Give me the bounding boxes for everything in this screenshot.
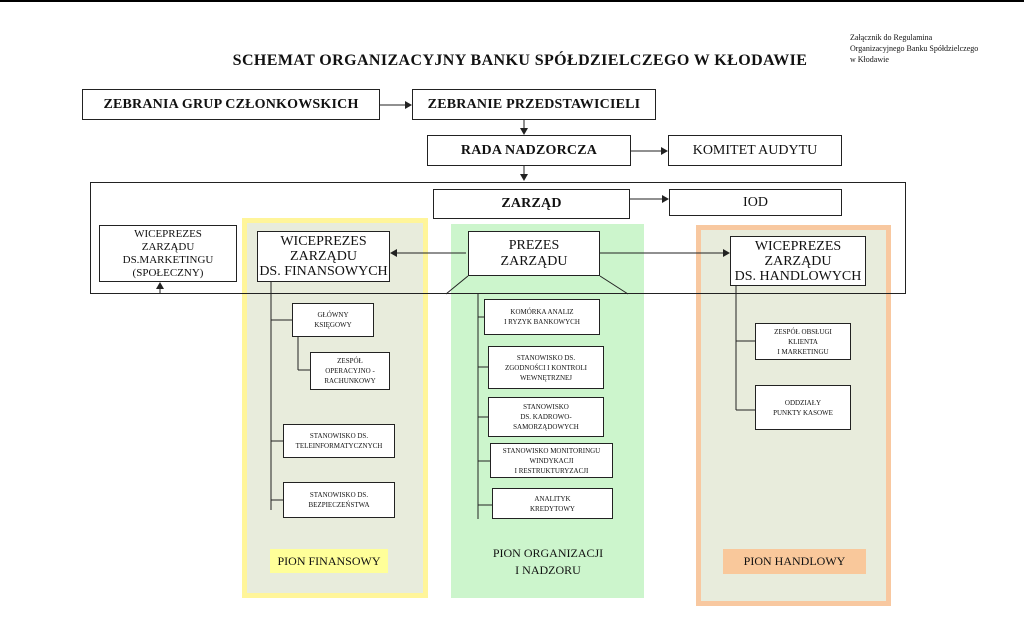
stanowisko-kadrowo-box: STANOWISKO DS. KADROWO- SAMORZĄDOWYCH <box>488 397 604 437</box>
top-border <box>0 0 1024 2</box>
iod-box: IOD <box>669 189 842 216</box>
pion-finansowy-label: PION FINANSOWY <box>270 549 388 573</box>
stanowisko-bezpieczenstwa-box: STANOWISKO DS. BEZPIECZEŃSTWA <box>283 482 395 518</box>
stanowisko-monitoringu-box: STANOWISKO MONITORINGU WINDYKACJI I REST… <box>490 443 613 478</box>
zespol-obslugi-box: ZESPÓŁ OBSŁUGI KLIENTA I MARKETINGU <box>755 323 851 360</box>
zarzad-box: ZARZĄD <box>433 189 630 219</box>
glowny-ksiegowy-box: GŁÓWNY KSIĘGOWY <box>292 303 374 337</box>
rada-nadzorcza-box: RADA NADZORCZA <box>427 135 631 166</box>
pion-handlowy-label: PION HANDLOWY <box>723 549 866 574</box>
pion-organizacji-label: PION ORGANIZACJI I NADZORU <box>492 546 604 577</box>
zebranie-przedstawicieli-box: ZEBRANIE PRZEDSTAWICIELI <box>412 89 656 120</box>
stanowisko-teleinformatycznych-box: STANOWISKO DS. TELEINFORMATYCZNYCH <box>283 424 395 458</box>
analityk-kredytowy-box: ANALITYK KREDYTOWY <box>492 488 613 519</box>
prezes-zarzadu-box: PREZES ZARZĄDU <box>468 231 600 276</box>
zespol-operacyjno-rachunkowy-box: ZESPÓŁ OPERACYJNO - RACHUNKOWY <box>310 352 390 390</box>
annex-note: Załącznik do Regulamina Organizacyjnego … <box>850 33 979 64</box>
zarzad-frame <box>90 182 906 294</box>
komorka-analiz-box: KOMÓRKA ANALIZ I RYZYK BANKOWYCH <box>484 299 600 335</box>
oddzialy-punkty-kasowe-box: ODDZIAŁY PUNKTY KASOWE <box>755 385 851 430</box>
wiceprezes-finanse-box: WICEPREZES ZARZĄDU DS. FINANSOWYCH <box>257 231 390 282</box>
wiceprezes-handel-box: WICEPREZES ZARZĄDU DS. HANDLOWYCH <box>730 236 866 286</box>
wiceprezes-marketing-box: WICEPREZES ZARZĄDU DS.MARKETINGU (SPOŁEC… <box>99 225 237 282</box>
zebrania-grup-box: ZEBRANIA GRUP CZŁONKOWSKICH <box>82 89 380 120</box>
komitet-audytu-box: KOMITET AUDYTU <box>668 135 842 166</box>
stanowisko-zgodnosci-box: STANOWISKO DS. ZGODNOŚCI I KONTROLI WEWN… <box>488 346 604 389</box>
page-title: SCHEMAT ORGANIZACYJNY BANKU SPÓŁDZIELCZE… <box>232 52 808 69</box>
